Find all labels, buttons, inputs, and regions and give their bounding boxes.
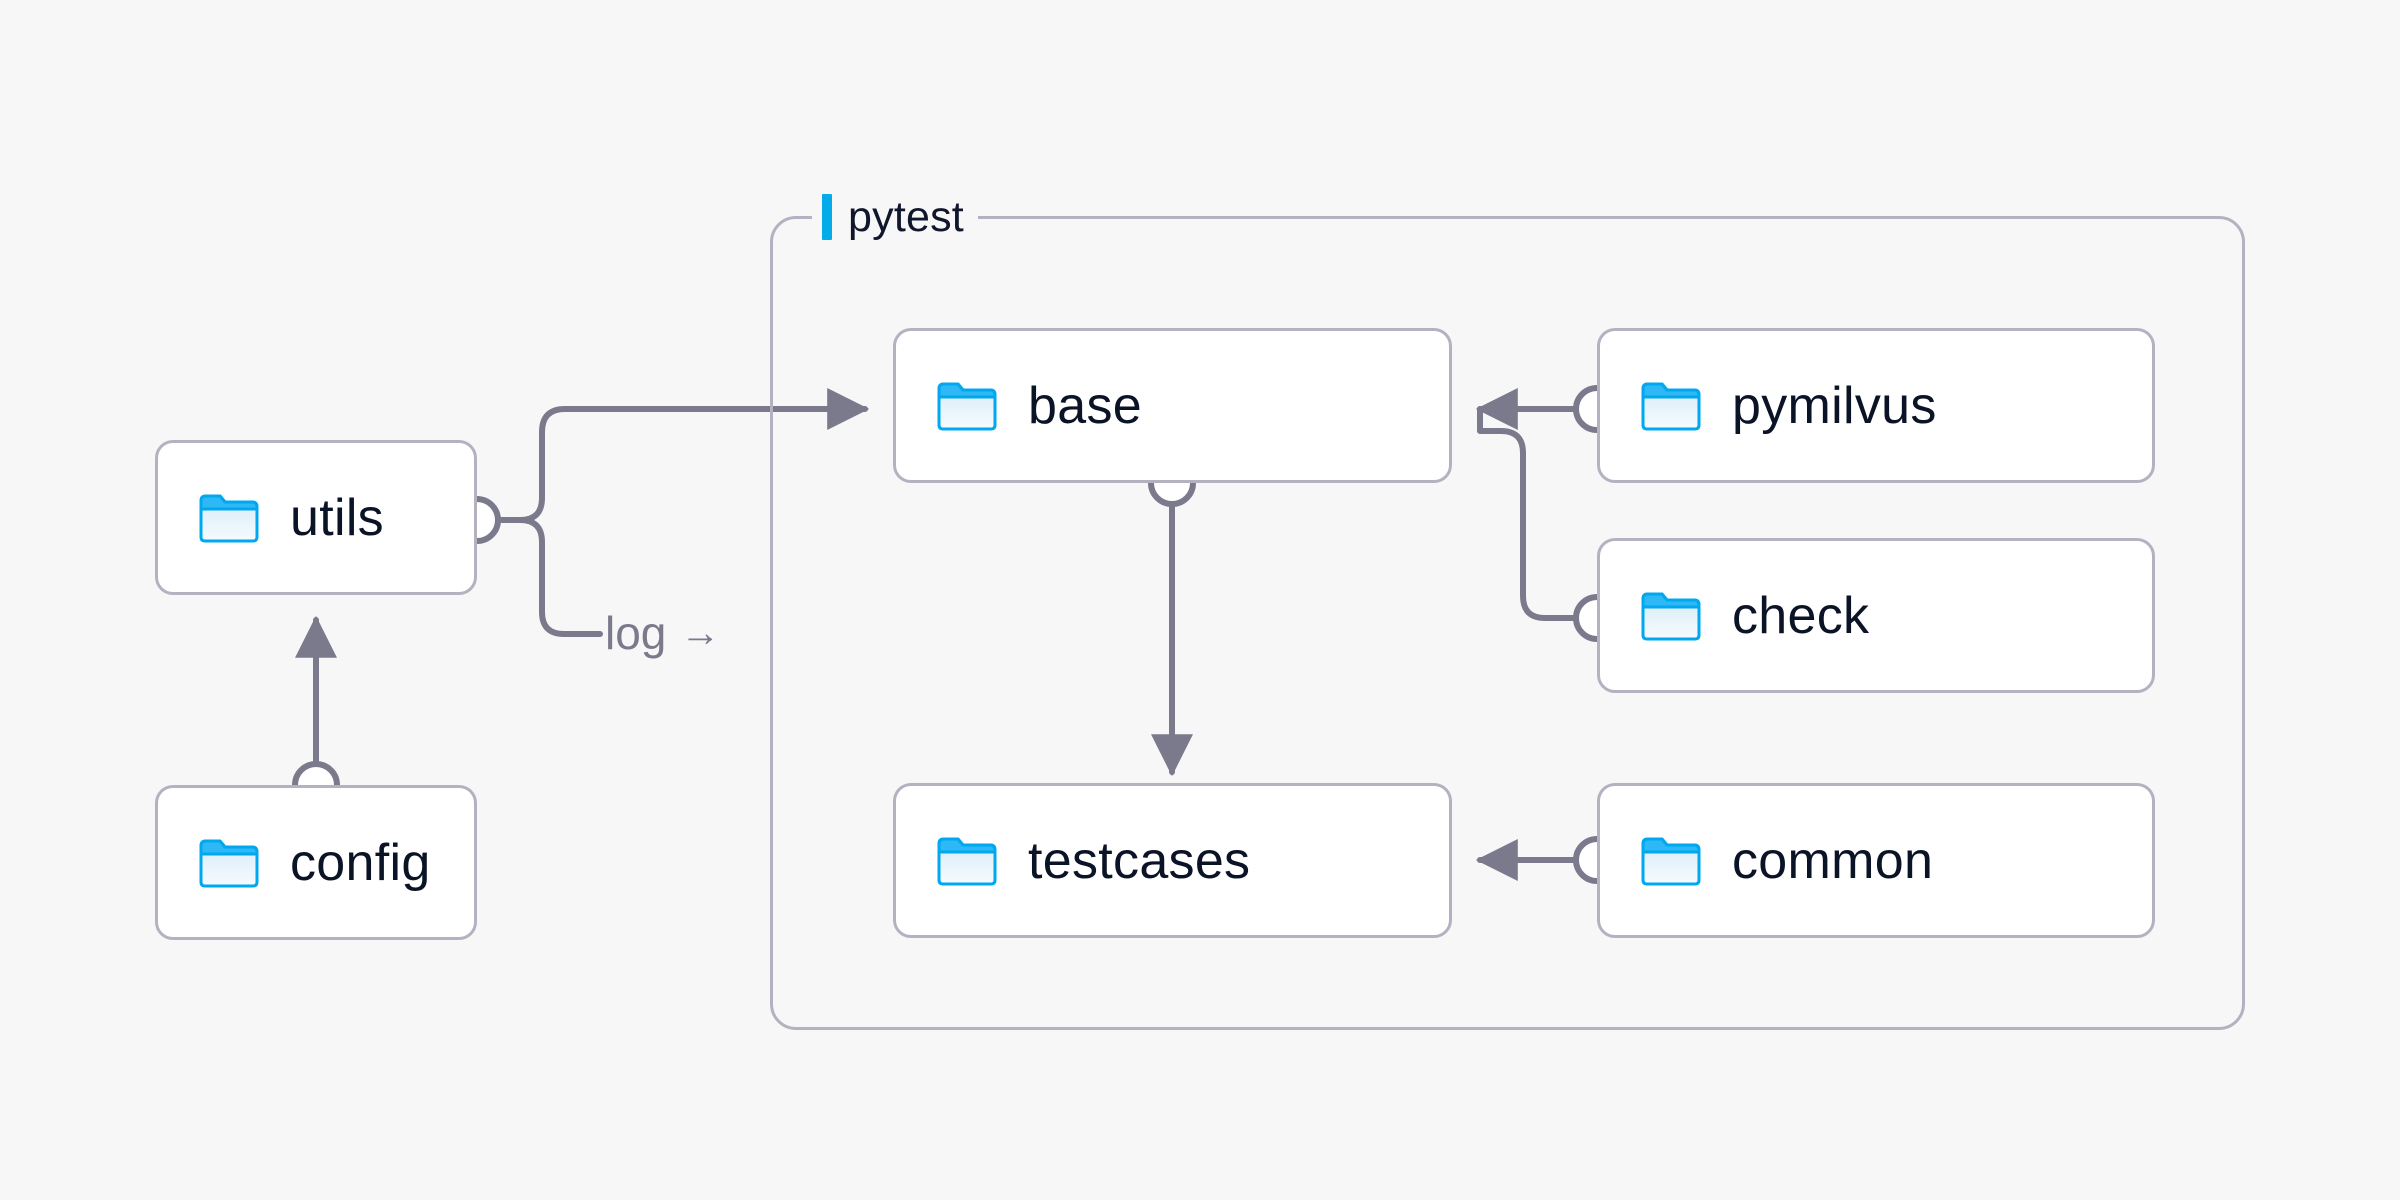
folder-icon <box>1641 382 1701 430</box>
folder-icon <box>199 839 259 887</box>
node-common[interactable]: common <box>1597 783 2155 938</box>
node-config[interactable]: config <box>155 785 477 940</box>
node-base-label: base <box>1028 376 1142 435</box>
folder-icon <box>1641 837 1701 885</box>
node-config-label: config <box>290 833 431 892</box>
edge-utils-log <box>494 517 603 637</box>
folder-icon <box>937 382 997 430</box>
edge-label-log-text: log <box>605 607 667 659</box>
folder-icon <box>937 837 997 885</box>
node-check[interactable]: check <box>1597 538 2155 693</box>
group-pytest[interactable] <box>770 216 2245 1030</box>
folder-icon <box>1641 592 1701 640</box>
group-pytest-label-wrap: pytest <box>812 188 978 246</box>
node-testcases-label: testcases <box>1028 831 1251 890</box>
node-base[interactable]: base <box>893 328 1452 483</box>
node-pymilvus-label: pymilvus <box>1732 376 1937 435</box>
group-accent-bar <box>822 194 832 240</box>
node-testcases[interactable]: testcases <box>893 783 1452 938</box>
node-check-label: check <box>1732 586 1870 645</box>
node-common-label: common <box>1732 831 1934 890</box>
arrow-right-icon: → <box>680 611 721 655</box>
edge-label-log[interactable]: log → <box>605 610 720 656</box>
node-utils[interactable]: utils <box>155 440 477 595</box>
node-pymilvus[interactable]: pymilvus <box>1597 328 2155 483</box>
node-utils-label: utils <box>290 488 384 547</box>
folder-icon <box>199 494 259 542</box>
group-pytest-label: pytest <box>848 192 964 241</box>
